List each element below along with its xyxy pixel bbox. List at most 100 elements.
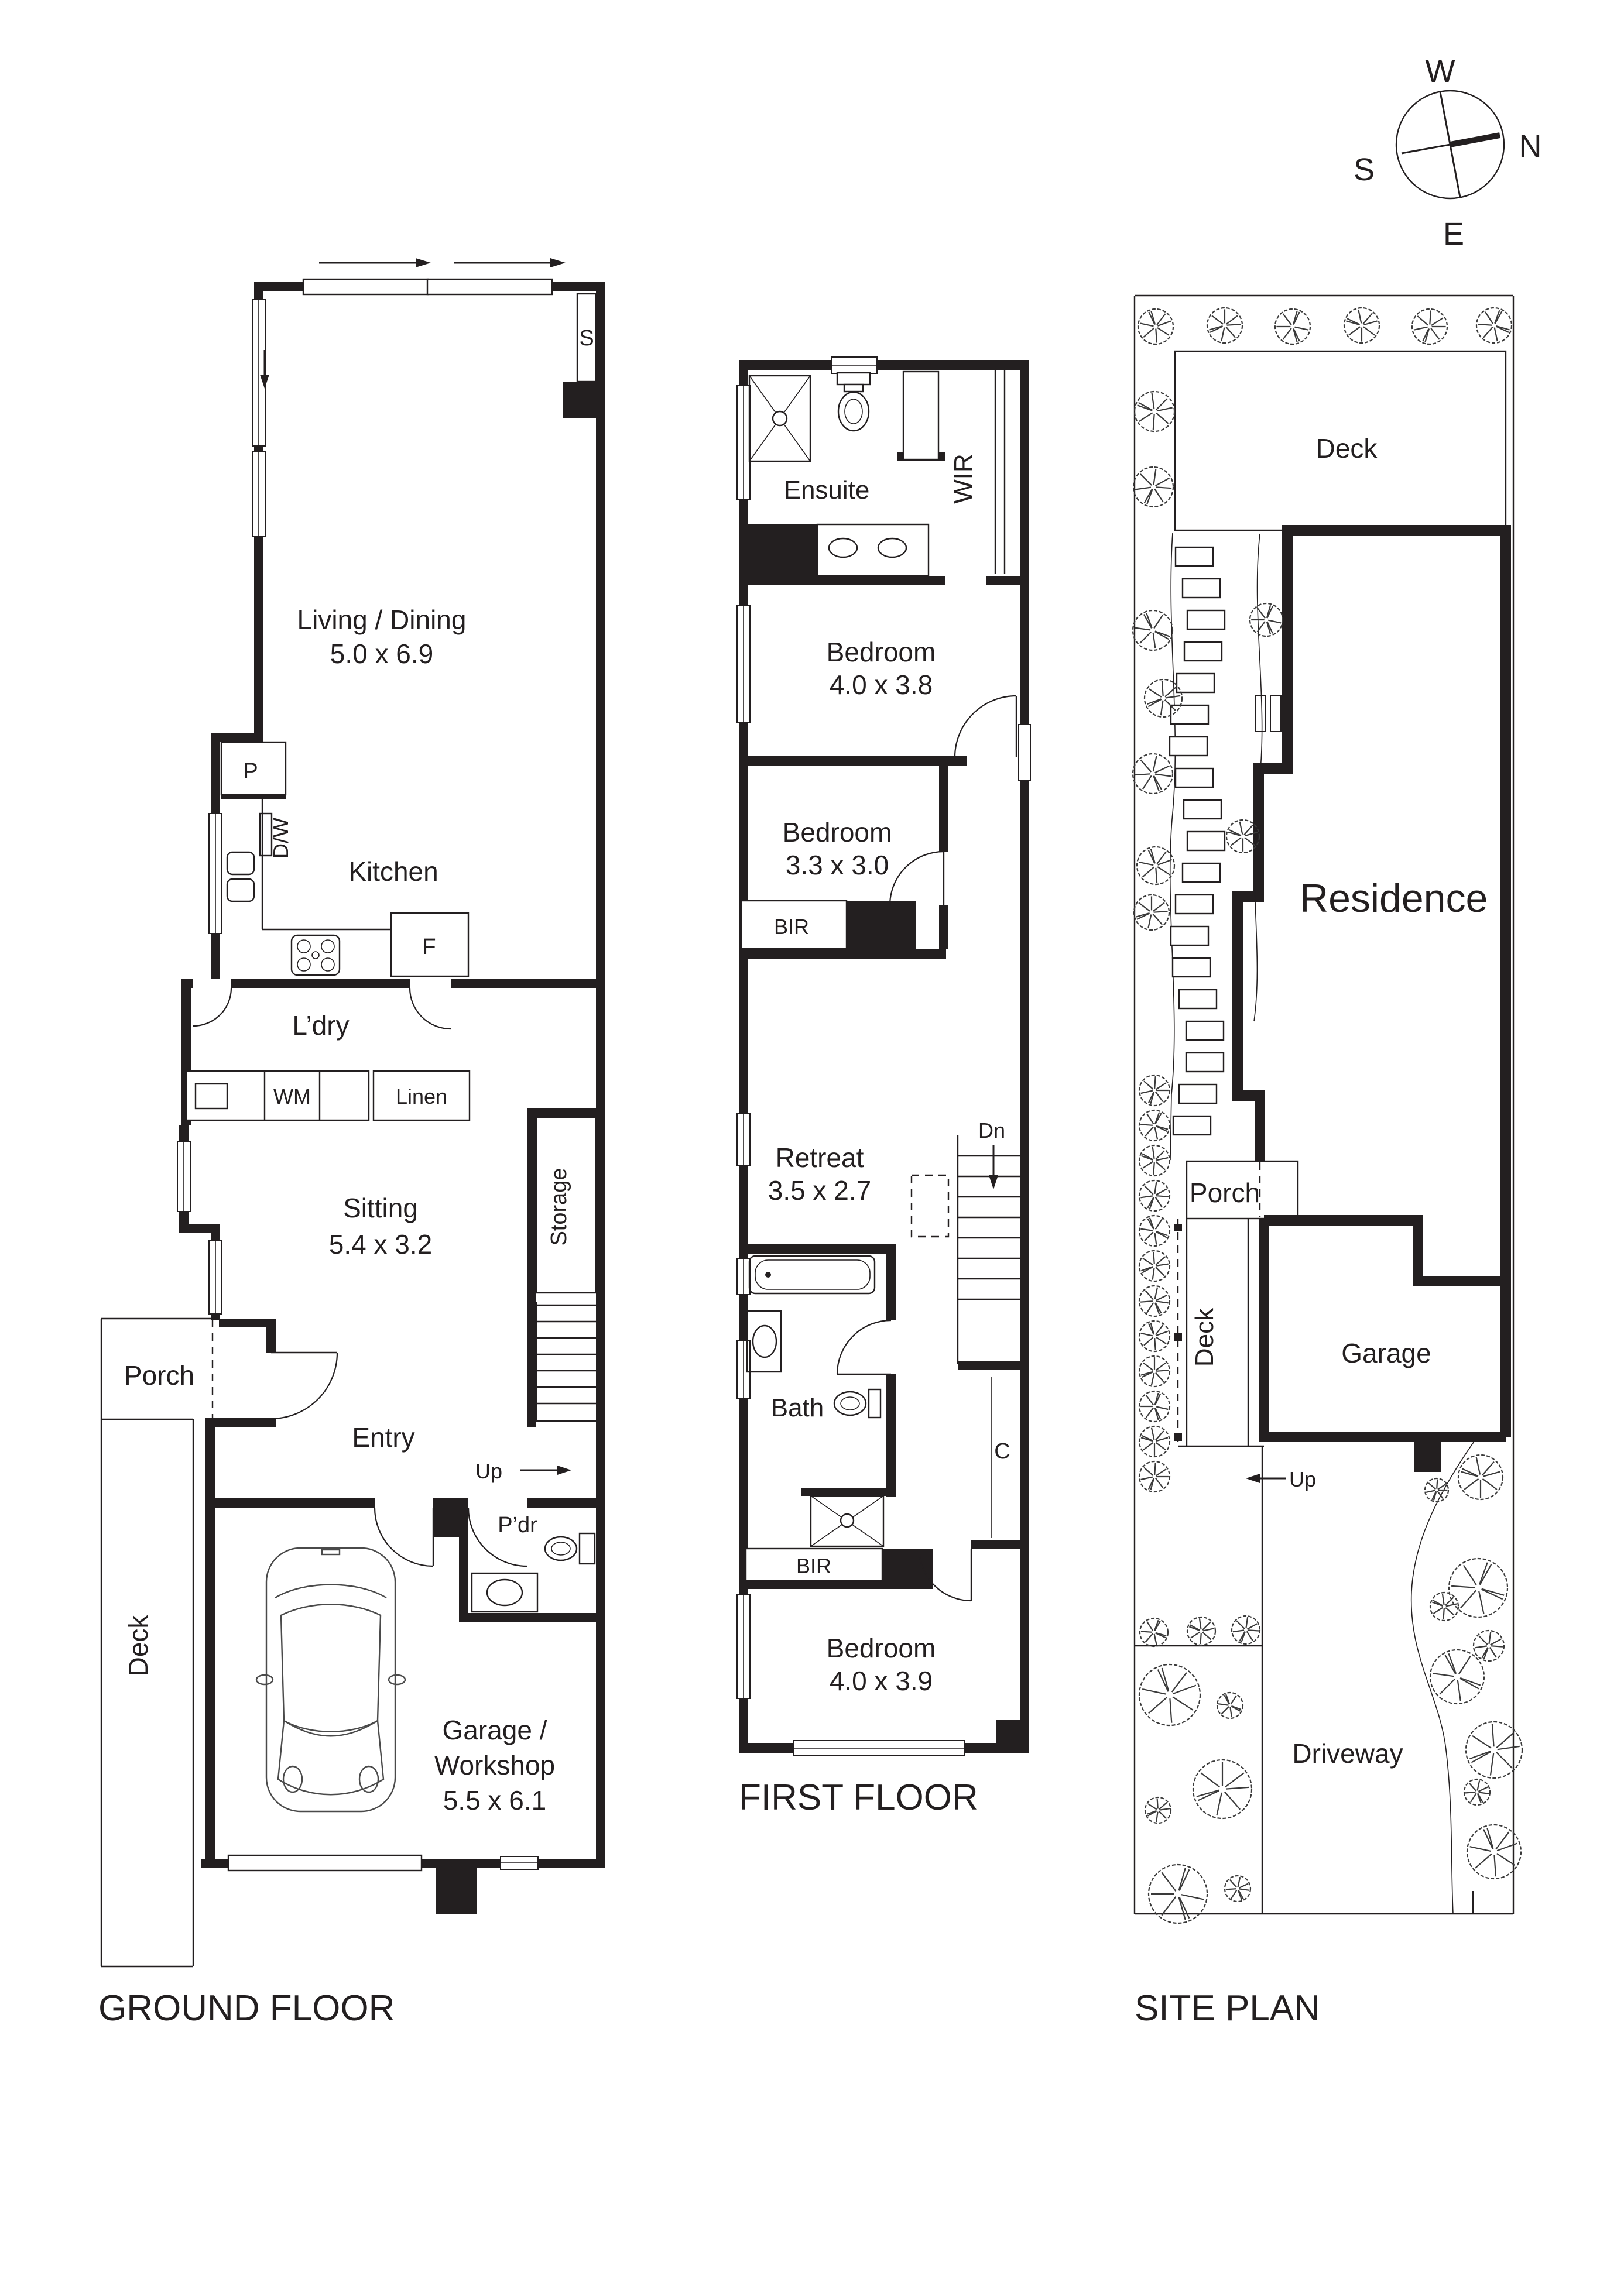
laundry-cabinets: WM Linen [185, 1070, 471, 1121]
entry-label: Entry [352, 1422, 414, 1453]
compass-north-label: N [1519, 129, 1542, 164]
shower-icon [810, 1495, 885, 1547]
tree-icon [1472, 1629, 1505, 1662]
dn-label: Dn [978, 1118, 1005, 1142]
laundry-label: L’dry [292, 1010, 349, 1041]
stepping-stone [1181, 862, 1221, 883]
direction-arrow-icon [260, 350, 269, 389]
tree-icon [1144, 1796, 1172, 1824]
stepping-stone [1169, 736, 1208, 757]
bedroom3-dims: 4.0 x 3.9 [830, 1666, 933, 1696]
pantry-closet [220, 741, 287, 796]
storage-label: Storage [547, 1168, 571, 1245]
stairs-down [957, 1135, 1020, 1364]
tree-icon [1138, 1144, 1171, 1177]
living-dining-dims: 5.0 x 6.9 [330, 639, 433, 669]
powder-door-arc [467, 1507, 527, 1567]
tree-icon [1429, 1591, 1459, 1622]
first-floor-plan: Ensuite WIR Bedroom 4.0 x 3.8 Bedroom 3.… [736, 356, 1031, 1818]
site-deck-top-label: Deck [1316, 433, 1378, 464]
ground-floor-title: GROUND FLOOR [98, 1988, 395, 2029]
tree-icon [1143, 678, 1183, 718]
basin-icon [471, 1572, 539, 1613]
ensuite: Ensuite [748, 372, 930, 577]
bath-label: Bath [771, 1394, 824, 1422]
stepping-stone [1171, 957, 1211, 978]
void-dashed-outline [910, 1174, 950, 1238]
garden-path-edge [1169, 532, 1176, 1161]
bedroom2-dims: 3.3 x 3.0 [786, 850, 889, 880]
cupboard-label: C [994, 1439, 1010, 1464]
compass-south-label: S [1354, 152, 1375, 187]
bath-door [836, 1319, 892, 1375]
stepping-stone [1178, 1083, 1218, 1104]
fridge-icon [390, 912, 470, 977]
retreat-dims: 3.5 x 2.7 [768, 1175, 871, 1206]
kitchen-fixtures: D/W F [226, 797, 470, 977]
ground-floor-plan: S P D/W F Kitchen L’dry [98, 258, 605, 2029]
stepping-stone [1170, 704, 1210, 725]
dn-arrowhead [989, 1175, 998, 1189]
driveway-edge-right [1410, 1439, 1476, 1914]
entry-door [270, 1351, 338, 1420]
tree-icon [1138, 1460, 1171, 1493]
pantry-label: P [243, 759, 258, 784]
double-vanity-icon [816, 523, 930, 577]
bedroom3-label: Bedroom [827, 1633, 936, 1663]
stepping-stone [1181, 578, 1221, 599]
tree-icon [1138, 1074, 1171, 1107]
site-window [1255, 695, 1266, 732]
walk-in-robe: WIR [902, 370, 1006, 574]
tree-icon [1138, 1663, 1201, 1727]
bir-label: BIR [796, 1554, 831, 1578]
stepping-stone [1174, 894, 1214, 915]
deck-label: Deck [123, 1615, 153, 1677]
tree-icon [1132, 609, 1174, 651]
compass-circle [1395, 90, 1505, 200]
ground-deck: Deck [100, 1419, 194, 1968]
site-plan: Deck Residence Porch Deck [1132, 294, 1523, 2029]
powder-room: P’dr [471, 1513, 596, 1613]
compass-east-label: E [1443, 217, 1464, 252]
tree-icon [1465, 1721, 1523, 1779]
compass-rose: W N S E [1354, 54, 1542, 252]
stepping-stone [1170, 925, 1210, 946]
site-garage-label: Garage [1341, 1338, 1431, 1368]
tree-icon [1231, 1615, 1261, 1645]
sitting-dims: 5.4 x 3.2 [329, 1229, 432, 1259]
tree-icon [1133, 894, 1170, 931]
bathroom: Bath [746, 1255, 892, 1547]
tree-icon [1132, 753, 1174, 795]
tree-icon [1136, 846, 1176, 886]
stepping-stone [1185, 1052, 1225, 1073]
tree-icon [1138, 1179, 1171, 1212]
cooktop-icon [290, 934, 341, 976]
tree-icon [1463, 1778, 1491, 1806]
tree-icon [1137, 308, 1174, 345]
laundry-tub-icon [194, 1083, 228, 1110]
driveway-label: Driveway [1292, 1738, 1403, 1769]
toilet-icon [544, 1532, 596, 1565]
tree-icon [1192, 1759, 1253, 1820]
bedroom3-door [918, 1548, 972, 1602]
ground-floor-windows [177, 299, 539, 1870]
built-in-robe [740, 900, 848, 950]
stairs-up [535, 1302, 596, 1422]
stepping-stone [1172, 1115, 1212, 1136]
compass-axis-s [1401, 143, 1451, 155]
sliding-door [302, 258, 566, 296]
garage-roller-door [227, 1854, 423, 1872]
stepping-stone [1183, 799, 1222, 820]
ensuite-label: Ensuite [784, 476, 870, 504]
storage-closet [535, 1116, 597, 1294]
toilet-icon [833, 1388, 882, 1419]
powder-label: P’dr [498, 1513, 537, 1537]
tree-icon [1224, 1875, 1252, 1903]
door-arc [193, 987, 232, 1027]
sitting-label: Sitting [343, 1193, 418, 1223]
tree-icon [1138, 1109, 1171, 1142]
tree-icon [1429, 1649, 1485, 1705]
tree-icon [1475, 307, 1513, 344]
